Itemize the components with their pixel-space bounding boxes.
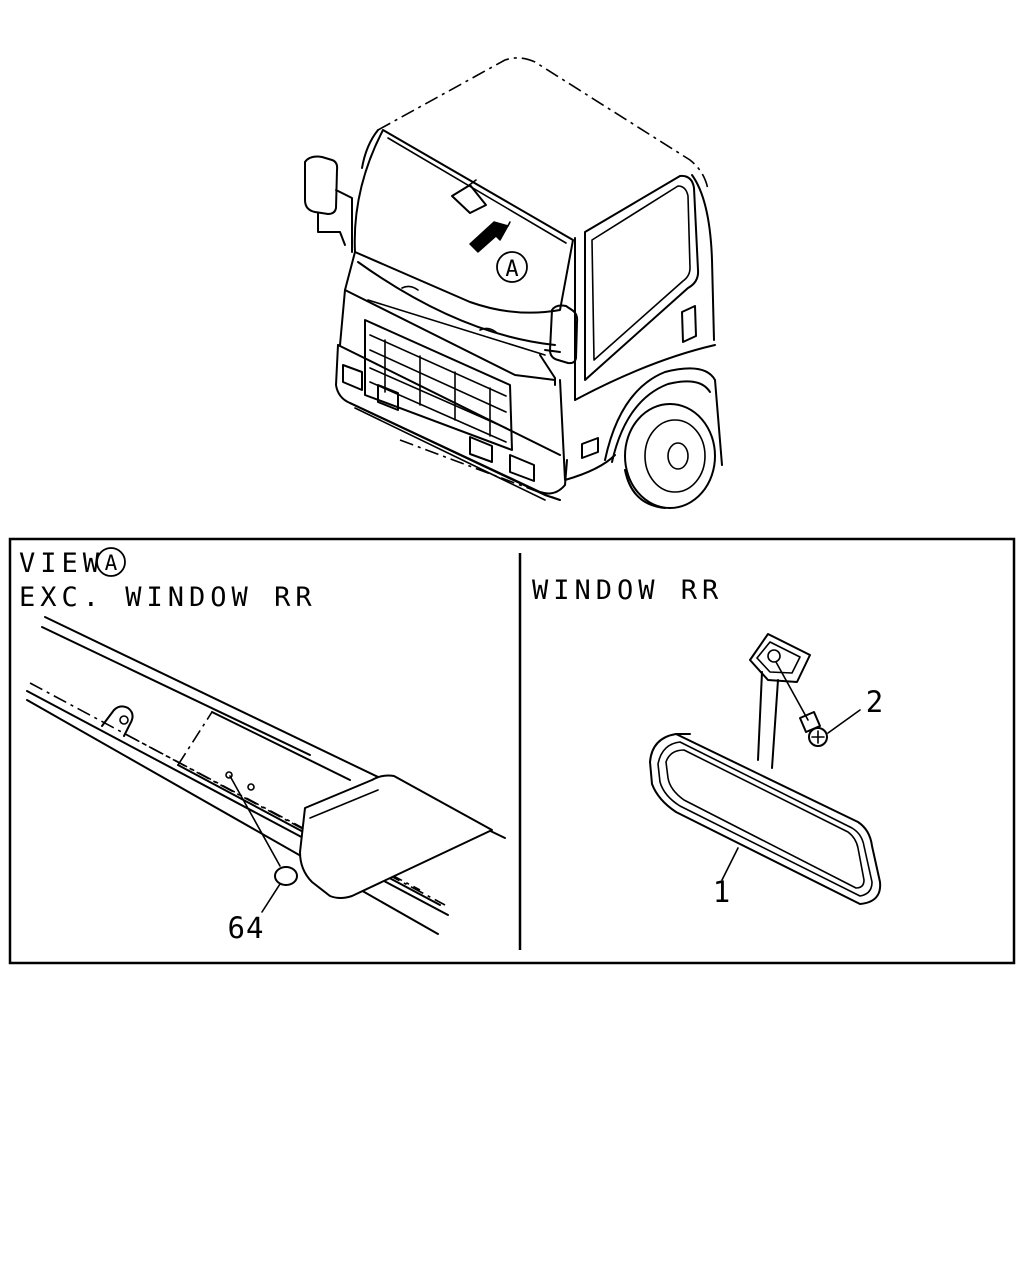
callout-64: 64 xyxy=(228,911,265,945)
rear-view-mirror-part xyxy=(649,733,882,905)
view-marker-letter: A xyxy=(505,257,518,282)
left-panel-subtitle: EXC. WINDOW RR xyxy=(19,582,317,613)
view-direction-arrow-icon xyxy=(469,221,511,253)
view-marker-circle xyxy=(496,251,528,283)
view-label: VIEW xyxy=(19,548,104,579)
left-panel: VIEW A EXC. WINDOW RR 64 xyxy=(19,547,506,945)
callout-1: 1 xyxy=(713,875,731,909)
right-panel-subtitle: WINDOW RR xyxy=(532,575,723,606)
callout-2: 2 xyxy=(866,685,884,719)
truck-cab-illustration: A xyxy=(304,57,723,509)
view-label-marker-letter: A xyxy=(105,551,118,575)
view-label-marker-circle xyxy=(96,547,126,577)
hole-plug-part xyxy=(274,866,298,886)
right-panel: WINDOW RR 2 1 xyxy=(532,575,884,909)
detail-frame xyxy=(8,537,1016,965)
